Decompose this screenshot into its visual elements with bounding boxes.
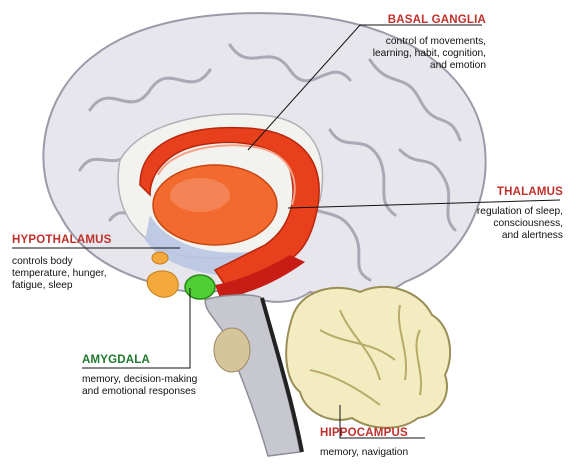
hypothalamus-desc: controls body temperature, hunger, fatig…: [12, 256, 107, 292]
amygdala-shape: [184, 274, 216, 300]
hippocampus-desc: memory, navigation: [320, 447, 409, 458]
basal-ganglia-striations: [157, 144, 296, 206]
thalamus-title: THALAMUS: [496, 186, 563, 198]
brainstem-edge: [260, 297, 304, 453]
hypothalamus-shape: [146, 270, 179, 298]
hippocampus-branches: [309, 304, 422, 406]
hippocampus-shape: [285, 285, 452, 429]
hippocampus-title: HIPPOCAMPUS: [320, 427, 408, 439]
hypothalamus-title: HYPOTHALAMUS: [12, 234, 112, 246]
amygdala-desc: memory, decision-making and emotional re…: [82, 374, 198, 398]
fornix: [215, 255, 305, 298]
basal-ganglia-desc: control of movements, learning, habit, c…: [372, 36, 486, 72]
basal-ganglia-title: BASAL GANGLIA: [387, 14, 486, 26]
thalamus-highlight: [170, 178, 230, 212]
amygdala-title: AMYGDALA: [82, 354, 151, 366]
leader-lines: [12, 24, 561, 439]
pons-shape: [213, 327, 251, 373]
thalamus-desc: regulation of sleep, consciousness, and …: [476, 206, 563, 242]
pituitary-shape: [151, 251, 169, 265]
